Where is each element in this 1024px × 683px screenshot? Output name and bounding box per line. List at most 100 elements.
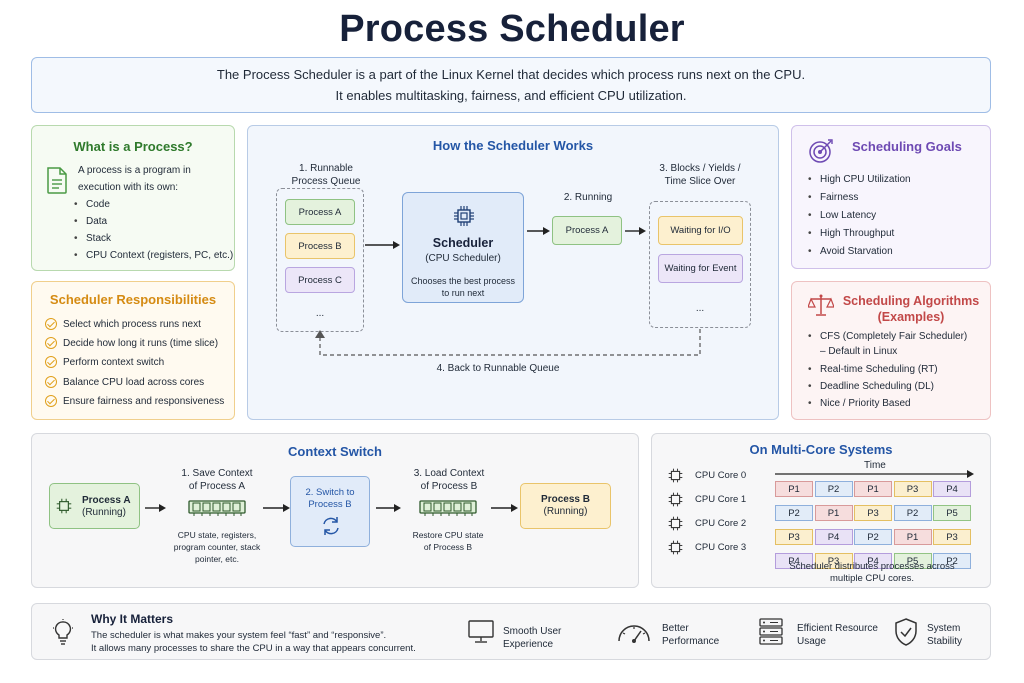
waiting-box	[649, 201, 751, 328]
runnable-queue-label-line-2: Process Queue	[291, 176, 361, 187]
timeline-cell: P3	[775, 529, 813, 545]
timeline-cell: P4	[854, 553, 892, 569]
check-circle-icon	[45, 375, 57, 388]
list-item-label: Perform context switch	[63, 357, 165, 369]
process-description: A process is a program in execution with…	[78, 162, 191, 196]
queue-process-a: Process A	[285, 199, 355, 225]
cpu-core-icon	[668, 516, 683, 536]
process-a-running: Process A (Running)	[49, 483, 140, 529]
switch-process-box: 2. Switch to Process B	[290, 476, 370, 547]
cpu-core-label: CPU Core 2	[695, 518, 747, 529]
intro-banner: The Process Scheduler is a part of the L…	[31, 57, 991, 113]
timeline-cell: P5	[893, 553, 932, 569]
scheduler-description: Chooses the best process to run next	[403, 275, 523, 299]
list-item-label: Select which process runs next	[63, 319, 201, 330]
timeline-cell: P1	[775, 481, 813, 497]
footer-item-smooth-ux: Smooth User Experience	[503, 625, 561, 651]
load-context-description: Restore CPU state of Process B	[398, 529, 498, 553]
list-item: Ensure fairness and responsiveness	[45, 392, 224, 411]
time-axis-label: Time	[864, 460, 886, 471]
check-circle-icon	[45, 394, 57, 407]
why-line-1: The scheduler is what makes your system …	[91, 630, 387, 641]
memory-chip-icon	[188, 500, 246, 516]
why-description: The scheduler is what makes your system …	[91, 629, 416, 655]
cpu-core-icon	[668, 468, 683, 488]
waiting-ellipsis: ...	[695, 303, 705, 314]
multicore-caption-line-1: Scheduler distributes processes across	[789, 561, 955, 572]
footer-item-stability: System Stability	[927, 622, 962, 648]
load-desc-line-2: of Process B	[423, 542, 473, 552]
process-a-name: Process A	[82, 495, 131, 506]
arrow-right-icon	[625, 227, 646, 235]
how-scheduler-works-panel: How the Scheduler Works 1. Runnable Proc…	[247, 125, 779, 420]
running-label: 2. Running	[563, 192, 613, 203]
context-switch-panel: Context Switch Process A (Running) 1. Sa…	[31, 433, 639, 588]
list-item-label: Decide how long it runs (time slice)	[63, 338, 219, 350]
load-desc-line-1: Restore CPU state	[412, 530, 484, 540]
memory-chip-icon	[419, 500, 477, 516]
what-is-process-panel: What is a Process? A process is a progra…	[31, 125, 235, 271]
footer-item-resource: Efficient Resource Usage	[797, 622, 878, 648]
cpu-chip-icon	[454, 206, 474, 226]
list-item: Code	[72, 196, 233, 213]
list-item: Select which process runs next	[45, 315, 224, 334]
check-circle-icon	[45, 318, 57, 330]
intro-line-1: The Process Scheduler is a part of the L…	[216, 67, 806, 82]
switch-line-2: Process B	[308, 499, 352, 510]
list-item-label: Ensure fairness and responsiveness	[63, 395, 225, 407]
arrow-right-icon	[365, 241, 400, 249]
waiting-event: Waiting for Event	[658, 254, 743, 283]
check-circle-icon	[45, 337, 57, 350]
responsibilities-panel: Scheduler Responsibilities Select which …	[31, 281, 235, 420]
list-item-label: Balance CPU load across cores	[63, 376, 205, 388]
timeline-cell: P3	[933, 529, 971, 545]
balance-scale-icon	[808, 294, 834, 316]
how-scheduler-works-title: How the Scheduler Works	[432, 138, 594, 153]
back-to-queue-label: 4. Back to Runnable Queue	[436, 363, 560, 374]
process-b-state: (Running)	[543, 506, 588, 517]
why-it-matters-title: Why It Matters	[91, 612, 174, 626]
target-icon	[809, 139, 833, 163]
document-icon	[47, 167, 67, 194]
page-title: Process Scheduler	[339, 8, 685, 50]
cfs-line-1: CFS (Completely Fair Scheduler)	[820, 331, 968, 342]
why-it-matters-panel: Why It Matters The scheduler is what mak…	[31, 603, 991, 660]
scheduling-algorithms-title: Scheduling Algorithms (Examples)	[836, 293, 986, 325]
scheduler-desc-line-1: Chooses the best process	[410, 276, 516, 286]
load-context-label: 3. Load Context of Process B	[399, 467, 499, 493]
timeline-cell: P5	[933, 505, 971, 521]
timeline-cell: P4	[933, 481, 971, 497]
arrow-right-icon	[145, 504, 166, 512]
cpu-core-label: CPU Core 3	[695, 542, 747, 553]
save-desc-line-1: CPU state, registers,	[177, 530, 257, 540]
timeline-cell: P1	[893, 529, 932, 545]
save-context-description: CPU state, registers, program counter, s…	[162, 529, 272, 565]
cpu-core-icon	[668, 540, 683, 560]
cpu-core-icon	[668, 492, 683, 512]
list-item: Avoid Starvation	[806, 243, 911, 261]
timeline-cell: P4	[775, 553, 813, 569]
waiting-io: Waiting for I/O	[658, 216, 743, 245]
list-item: High CPU Utilization	[806, 171, 911, 189]
runnable-queue-label-line-1: 1. Runnable	[299, 163, 353, 174]
arrow-right-icon	[527, 227, 550, 235]
scheduler-title: Scheduler	[432, 236, 494, 250]
footer-item-line-1: System	[927, 623, 961, 634]
footer-item-line-2: Stability	[927, 636, 963, 647]
monitor-icon	[468, 620, 494, 643]
refresh-icon	[323, 517, 339, 535]
check-circle-icon	[45, 356, 57, 369]
queue-process-b: Process B	[285, 233, 355, 259]
list-item: High Throughput	[806, 225, 911, 243]
algorithms-title-line-1: Scheduling Algorithms	[842, 294, 980, 308]
footer-item-performance: Better Performance	[662, 622, 719, 648]
load-context-line-1: 3. Load Context	[413, 468, 485, 479]
cpu-chip-icon	[56, 498, 72, 514]
switch-label: 2. Switch to Process B	[291, 487, 369, 511]
list-item: Deadline Scheduling (DL)	[806, 378, 967, 395]
timeline-cell: P2	[893, 505, 932, 521]
timeline-cell: P2	[854, 529, 892, 545]
lightbulb-icon	[53, 619, 73, 645]
why-line-2: It allows many processes to share the CP…	[91, 643, 416, 654]
algorithms-list: CFS (Completely Fair Scheduler) – Defaul…	[806, 329, 967, 412]
